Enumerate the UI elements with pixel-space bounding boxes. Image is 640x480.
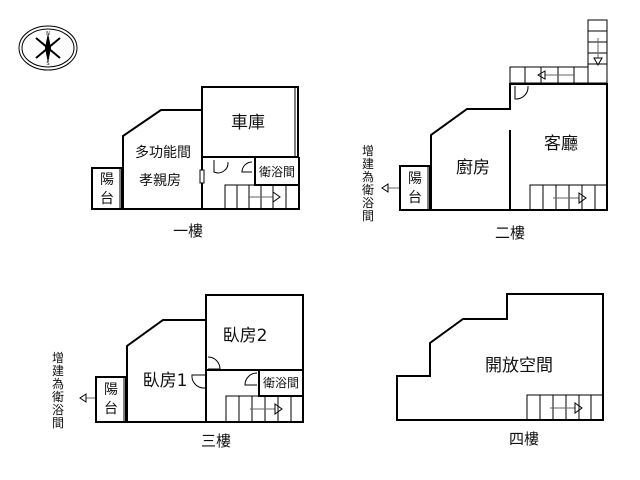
note-char: 增	[52, 351, 64, 365]
room-balcony: 台	[100, 191, 114, 207]
floor-2-plan: 客廳 廚房 陽 台 增 建 為 衛 浴 間 二樓	[362, 19, 608, 242]
room-balcony: 陽	[100, 172, 114, 188]
floor-3-plan: 臥房2 臥房1 衛浴間 陽 台 增 建 為 衛 浴 間 三樓	[52, 294, 304, 450]
room-bedroom-1: 臥房1	[143, 371, 188, 391]
stairs-icon	[509, 19, 608, 84]
floor-title: 四樓	[509, 430, 539, 448]
floor-4-plan: 開放空間 四樓	[396, 293, 604, 448]
note-char: 間	[52, 416, 64, 430]
note-char: 建	[52, 364, 64, 378]
room-garage: 車庫	[231, 113, 265, 133]
room-balcony: 台	[408, 190, 422, 206]
stairs-icon	[526, 394, 604, 421]
room-balcony: 台	[104, 401, 118, 417]
room-kitchen: 廚房	[456, 157, 490, 178]
annex-note: 增 建 為 衛 浴 間	[52, 351, 64, 430]
note-char: 衛	[52, 390, 64, 404]
floor-1-plan: 車庫 多功能間 孝親房 衛浴間 陽 台 一樓	[91, 86, 300, 240]
floor-title: 二樓	[495, 224, 525, 242]
note-char: 增	[362, 144, 374, 158]
note-char: 衛	[362, 183, 374, 197]
note-char: 為	[52, 377, 64, 391]
room-open-space: 開放空間	[485, 356, 553, 376]
room-balcony: 陽	[408, 171, 422, 187]
room-parents: 孝親房	[139, 173, 181, 189]
compass-icon: N S	[18, 25, 78, 71]
room-living: 客廳	[544, 134, 578, 154]
room-bath: 衛浴間	[263, 376, 299, 390]
note-char: 浴	[52, 403, 64, 417]
note-char: 為	[362, 170, 374, 184]
stairs-icon	[529, 184, 608, 211]
annex-note: 增 建 為 衛 浴 間	[362, 144, 374, 223]
compass-north: N	[46, 31, 50, 37]
stairs-icon	[225, 395, 304, 423]
note-char: 浴	[362, 196, 374, 210]
room-balcony: 陽	[104, 382, 118, 398]
note-char: 間	[362, 209, 374, 223]
stairs-icon	[224, 184, 300, 210]
floor-title: 一樓	[173, 222, 203, 240]
floor-title: 三樓	[201, 432, 231, 450]
room-bedroom-2: 臥房2	[223, 326, 268, 346]
compass-south: S	[46, 61, 49, 67]
note-char: 建	[362, 157, 374, 171]
room-multi: 多功能間	[135, 144, 191, 161]
room-bath: 衛浴間	[259, 165, 295, 179]
